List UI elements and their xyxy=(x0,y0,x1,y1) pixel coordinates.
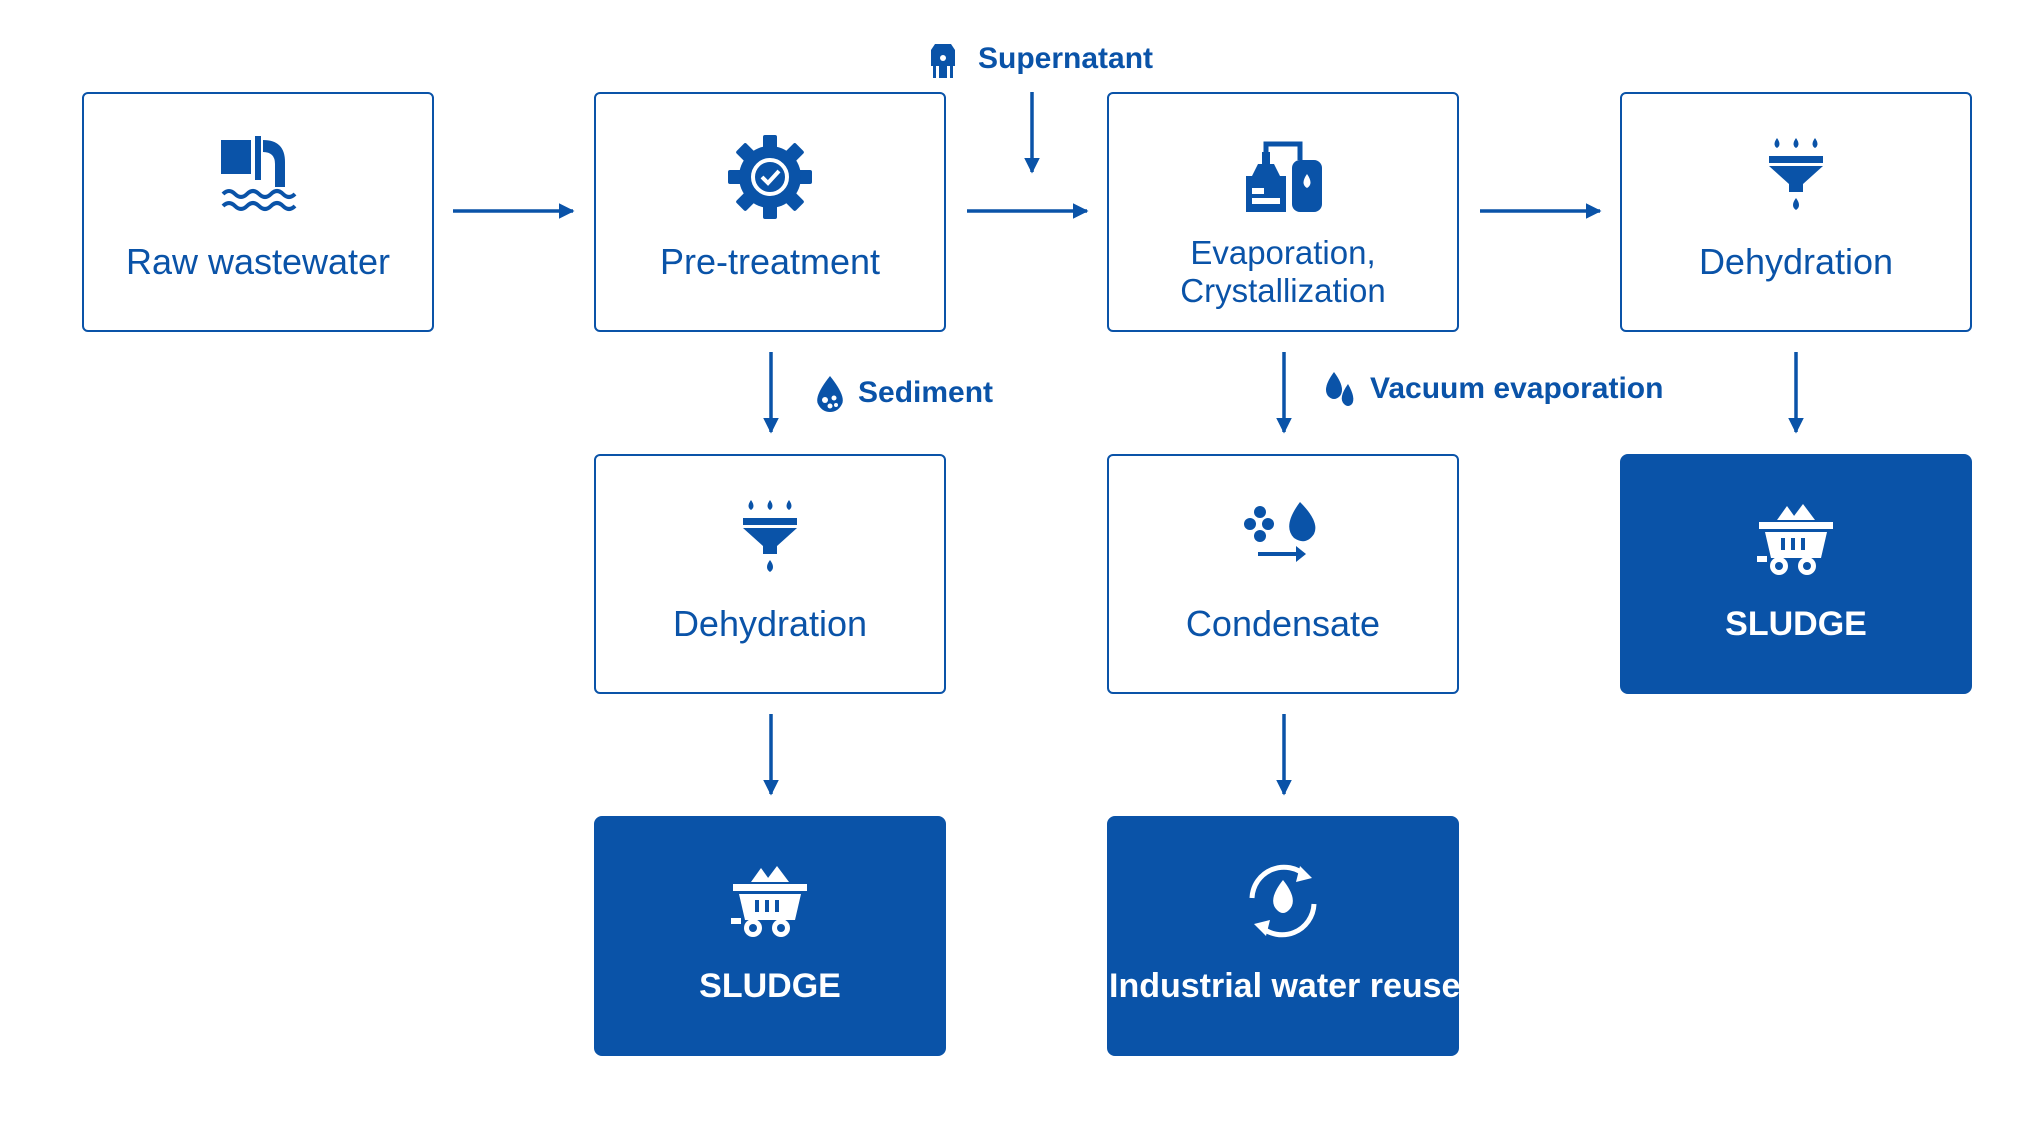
edge-label-vacuum-evaporation: Vacuum evaporation xyxy=(1370,372,1664,405)
node-label: Industrial water reuse xyxy=(1109,967,1461,1005)
water-recycle-icon xyxy=(1249,864,1317,938)
node-label-line2: Crystallization xyxy=(1180,272,1386,309)
node-label: Dehydration xyxy=(1698,241,1894,282)
node-sludge-bottom: SLUDGE xyxy=(594,816,946,1056)
mine-cart-icon xyxy=(731,866,807,937)
node-label-line1: Evaporation, xyxy=(1190,234,1376,271)
node-industrial-water-reuse: Industrial water reuse xyxy=(1107,816,1461,1056)
node-label: Pre-treatment xyxy=(659,241,881,282)
node-dehydration-top: Dehydration xyxy=(1620,92,1972,332)
node-sludge-right: SLUDGE xyxy=(1620,454,1972,694)
node-label: Evaporation, Crystallization xyxy=(1109,234,1457,310)
mine-cart-icon xyxy=(1757,504,1833,575)
gear-check-icon xyxy=(728,135,812,219)
filter-funnel-icon xyxy=(743,500,797,572)
node-condensate: Condensate xyxy=(1107,454,1459,694)
node-label: Dehydration xyxy=(672,603,868,644)
node-pretreatment: Pre-treatment xyxy=(594,92,946,332)
node-evaporation-crystallization: Evaporation, Crystallization xyxy=(1107,92,1459,332)
edge-label-sediment: Sediment xyxy=(858,376,994,409)
node-label: Condensate xyxy=(1185,603,1381,644)
filter-funnel-icon xyxy=(1769,138,1823,210)
node-label: Raw wastewater xyxy=(125,241,391,282)
water-drops-icon xyxy=(1326,372,1354,406)
water-tower-icon xyxy=(931,44,955,78)
node-label: SLUDGE xyxy=(699,967,841,1005)
edge-label-supernatant: Supernatant xyxy=(978,42,1154,75)
node-raw-wastewater: Raw wastewater xyxy=(82,92,434,332)
sediment-drop-icon xyxy=(817,376,843,412)
node-dehydration-mid: Dehydration xyxy=(594,454,946,694)
node-label: SLUDGE xyxy=(1725,605,1867,643)
pipe-outflow-icon xyxy=(221,136,297,211)
condensate-drops-icon xyxy=(1244,502,1316,562)
evaporator-plant-icon xyxy=(1246,141,1322,212)
